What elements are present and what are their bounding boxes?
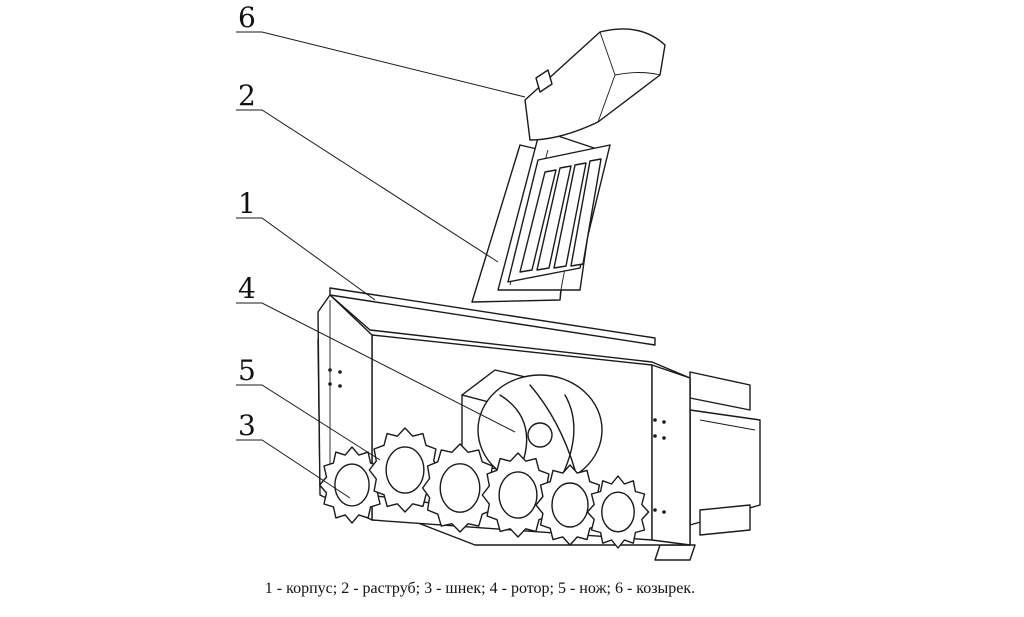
callout-2: 2 [238, 79, 256, 112]
auger-hub [498, 471, 538, 519]
callout-5: 5 [238, 354, 256, 387]
auger-hub [601, 491, 635, 533]
auger-hub [334, 463, 370, 507]
callout-1: 1 [238, 187, 256, 220]
mounting-frame [654, 371, 761, 561]
auger [319, 427, 650, 549]
callout-4: 4 [238, 272, 256, 305]
callout-6: 6 [238, 1, 256, 34]
deflector [524, 28, 666, 141]
auger-hub [385, 446, 425, 494]
figure-caption: 1 - корпус; 2 - раструб; 3 - шнек; 4 - р… [264, 580, 696, 597]
chute [471, 129, 611, 303]
callout-3: 3 [238, 409, 256, 442]
leader-lines [236, 31, 526, 499]
auger-hub [439, 463, 481, 513]
auger-hub [551, 482, 589, 528]
